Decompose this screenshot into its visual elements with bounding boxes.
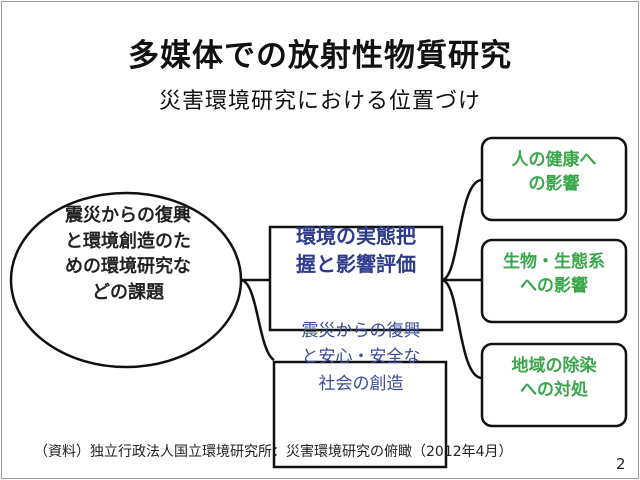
right-box-3 [480, 342, 628, 428]
connector-center-right3 [441, 278, 483, 380]
center-box [268, 225, 444, 332]
text-line: 震災からの復興 [65, 205, 191, 226]
slide-title: 多媒体での放射性物質研究 [128, 38, 512, 74]
text-line: 生物・生態系 [503, 252, 605, 272]
text-line: 握と影響評価 [296, 252, 416, 277]
slide-subtitle: 災害環境研究における位置づけ [158, 89, 481, 114]
lower-box-text: 震災からの復興 と安心・安全な 社会の創造 [276, 318, 446, 397]
text-line: と環境創造のた [65, 230, 191, 252]
text-line: 地域の除染 [511, 356, 597, 376]
text-line: への影響 [520, 276, 588, 297]
text-line: どの課題 [92, 281, 164, 303]
lower-box [272, 360, 448, 469]
right-box-2-text: 生物・生態系 への影響 [482, 250, 626, 298]
right-box-3-text: 地域の除染 への対処 [482, 354, 626, 402]
center-box-text: 環境の実態把 握と影響評価 [270, 222, 442, 279]
connector-ellipse-lower [240, 278, 275, 362]
text-line: の影響 [528, 174, 580, 195]
text-line: と安心・安全な [301, 347, 421, 368]
text-line: への対処 [520, 380, 588, 401]
source-footnote: （資料）独立行政法人国立環境研究所：災害環境研究の俯瞰（2012年4月） [34, 444, 513, 460]
text-line: 人の健康へ [511, 150, 597, 170]
right-box-1-text: 人の健康へ の影響 [482, 148, 626, 196]
connector-center-right1 [441, 178, 483, 282]
page-number: 2 [616, 455, 626, 473]
text-line: めの環境研究な [65, 256, 191, 278]
ellipse-text: 震災からの復興 と環境創造のた めの環境研究な どの課題 [28, 203, 228, 305]
text-line: 環境の実態把 [296, 224, 416, 248]
text-line: 震災からの復興 [301, 321, 421, 341]
right-box-2 [480, 238, 628, 324]
right-box-1 [480, 136, 628, 222]
text-line: 社会の創造 [318, 373, 404, 394]
